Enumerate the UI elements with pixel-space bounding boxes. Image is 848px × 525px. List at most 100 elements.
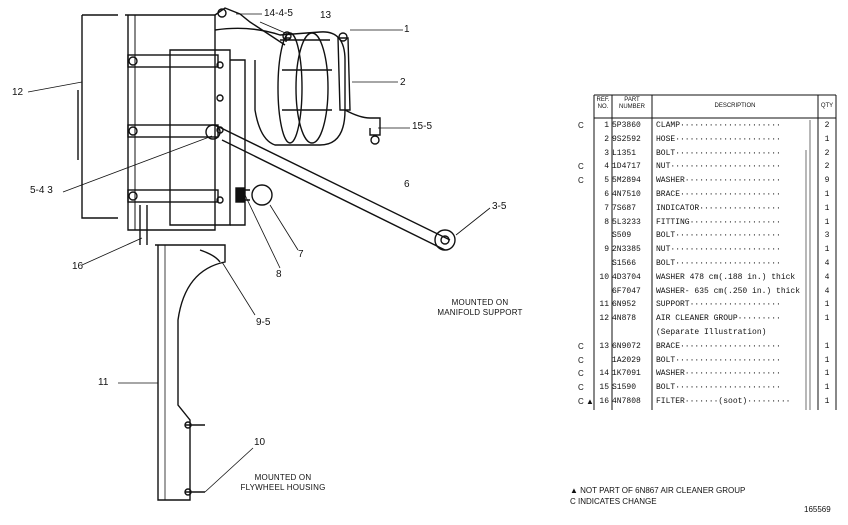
callout-8: 8 xyxy=(276,269,282,280)
description: BRACE····················· xyxy=(656,190,781,199)
ref-no: 9 xyxy=(604,245,609,255)
ref-no: 16 xyxy=(599,397,609,406)
change-mark: C xyxy=(578,355,584,365)
quantity: 2 xyxy=(824,162,830,172)
callout-13: 13 xyxy=(320,10,332,21)
description: WASHER···················· xyxy=(656,369,781,379)
change-mark: C xyxy=(578,176,584,186)
description: (Separate Illustration) xyxy=(656,328,767,337)
cleaner-body-outline xyxy=(77,14,118,219)
ref-no: 12 xyxy=(599,314,609,324)
callout-15: 15-5 xyxy=(412,121,433,132)
part-number: S1566 xyxy=(612,259,637,268)
quantity: 4 xyxy=(824,272,830,282)
hose xyxy=(214,27,346,146)
part-number: 4N7808 xyxy=(612,397,641,406)
ref-no: 1 xyxy=(604,121,609,130)
callout-7: 7 xyxy=(298,249,304,260)
quantity: 4 xyxy=(824,259,830,268)
description: INDICATOR················· xyxy=(656,203,781,213)
part-number: 7S687 xyxy=(612,203,637,213)
ref-no: 6 xyxy=(604,190,609,199)
description: BOLT······················ xyxy=(656,259,781,268)
ref-no: 3 xyxy=(604,148,609,158)
description: BOLT······················ xyxy=(656,231,781,241)
part-number: S1590 xyxy=(612,383,637,393)
change-mark: C ▲ xyxy=(578,397,594,406)
quantity: 1 xyxy=(824,134,830,144)
quantity: 1 xyxy=(824,383,830,393)
description: BOLT······················ xyxy=(656,355,781,365)
indicator xyxy=(251,184,273,206)
table-frame xyxy=(593,94,837,410)
ref-no: 10 xyxy=(599,272,609,282)
part-number: L1351 xyxy=(612,148,637,158)
callout-9: 9-5 xyxy=(256,317,271,328)
clamp-top xyxy=(127,54,219,68)
ref-no: 8 xyxy=(604,217,609,227)
change-mark: C xyxy=(578,121,584,130)
table-row: S1566 BOLT······················ 4 xyxy=(594,258,836,270)
header-qty: QTY xyxy=(820,103,834,109)
description: FITTING··················· xyxy=(656,217,781,227)
change-mark: C xyxy=(578,341,584,351)
quantity: 2 xyxy=(824,148,830,158)
ref-no: 7 xyxy=(604,203,609,213)
part-number: 6N9072 xyxy=(612,341,641,351)
description: BOLT······················ xyxy=(656,383,781,393)
quantity: 1 xyxy=(824,341,830,351)
part-number: 4N7510 xyxy=(612,190,641,199)
part-number: 2N3385 xyxy=(612,245,641,255)
part-number: S509 xyxy=(612,231,632,241)
callout-3: 3-5 xyxy=(492,201,507,212)
clamp-bottom xyxy=(127,189,219,203)
part-number: 1K7091 xyxy=(612,369,641,379)
note-flywheel-housing: MOUNTED ON FLYWHEEL HOUSING xyxy=(240,473,326,492)
part-number: 6N952 xyxy=(612,300,637,310)
change-mark: C xyxy=(578,162,584,172)
footnote-not-part: ▲ NOT PART OF 6N867 AIR CLEANER GROUP xyxy=(570,486,746,495)
quantity: 4 xyxy=(824,286,830,296)
description: AIR CLEANER GROUP········· xyxy=(656,314,781,324)
description: WASHER 478 cm(.188 in.) thick xyxy=(656,272,796,282)
callout-2: 2 xyxy=(400,77,406,88)
quantity: 1 xyxy=(824,397,830,406)
header-description: DESCRIPTION xyxy=(714,103,756,109)
quantity: 1 xyxy=(824,190,830,199)
quantity: 1 xyxy=(824,355,830,365)
change-mark: C xyxy=(578,383,584,393)
part-number: 5L3233 xyxy=(612,217,641,227)
part-number: 1D4717 xyxy=(612,162,641,172)
support-bracket xyxy=(155,244,226,501)
ref-no: 5 xyxy=(604,176,609,186)
quantity: 1 xyxy=(824,203,830,213)
quantity: 9 xyxy=(824,176,830,186)
part-number: 9S2592 xyxy=(612,134,641,144)
callout-14: 14-4-5 xyxy=(264,8,293,19)
description: CLAMP····················· xyxy=(656,121,781,130)
description: WASHER- 635 cm(.250 in.) thick xyxy=(656,286,801,296)
note-manifold-support: MOUNTED ON MANIFOLD SUPPORT xyxy=(437,298,523,317)
ref-no: 14 xyxy=(599,369,609,379)
header-ref: REF. NO. xyxy=(596,97,610,110)
header-part: PART NUMBER xyxy=(618,97,645,110)
quantity: 1 xyxy=(824,217,830,227)
description: WASHER···················· xyxy=(656,176,781,186)
brace xyxy=(214,124,451,251)
